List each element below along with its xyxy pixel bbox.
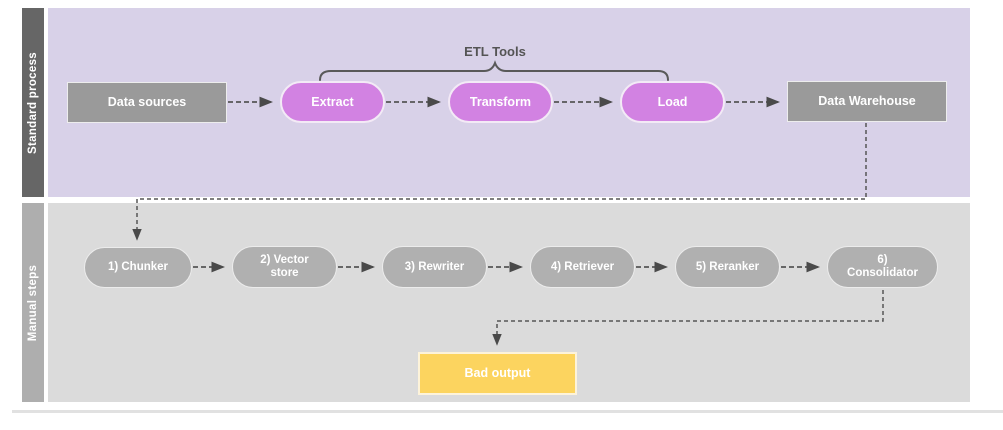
- etl-tools-group-label: ETL Tools: [464, 44, 526, 59]
- node-data-warehouse: Data Warehouse: [787, 81, 947, 122]
- node-retriever: 4) Retriever: [530, 246, 635, 288]
- bottom-divider-line: [12, 410, 1003, 413]
- lane-label-standard-process: Standard process: [22, 8, 44, 197]
- lane-label-standard-process-text: Standard process: [27, 51, 40, 154]
- node-vector-store: 2) Vector store: [232, 246, 337, 288]
- node-extract: Extract: [280, 81, 385, 123]
- node-rewriter: 3) Rewriter: [382, 246, 487, 288]
- node-bad-output: Bad output: [418, 352, 577, 395]
- node-load: Load: [620, 81, 725, 123]
- node-data-sources: Data sources: [67, 82, 227, 123]
- lane-label-manual-steps: Manual steps: [22, 203, 44, 402]
- node-reranker: 5) Reranker: [675, 246, 780, 288]
- node-chunker: 1) Chunker: [84, 247, 192, 288]
- node-consolidator: 6) Consolidator: [827, 246, 938, 288]
- lane-label-manual-steps-text: Manual steps: [27, 264, 40, 341]
- node-transform: Transform: [448, 81, 553, 123]
